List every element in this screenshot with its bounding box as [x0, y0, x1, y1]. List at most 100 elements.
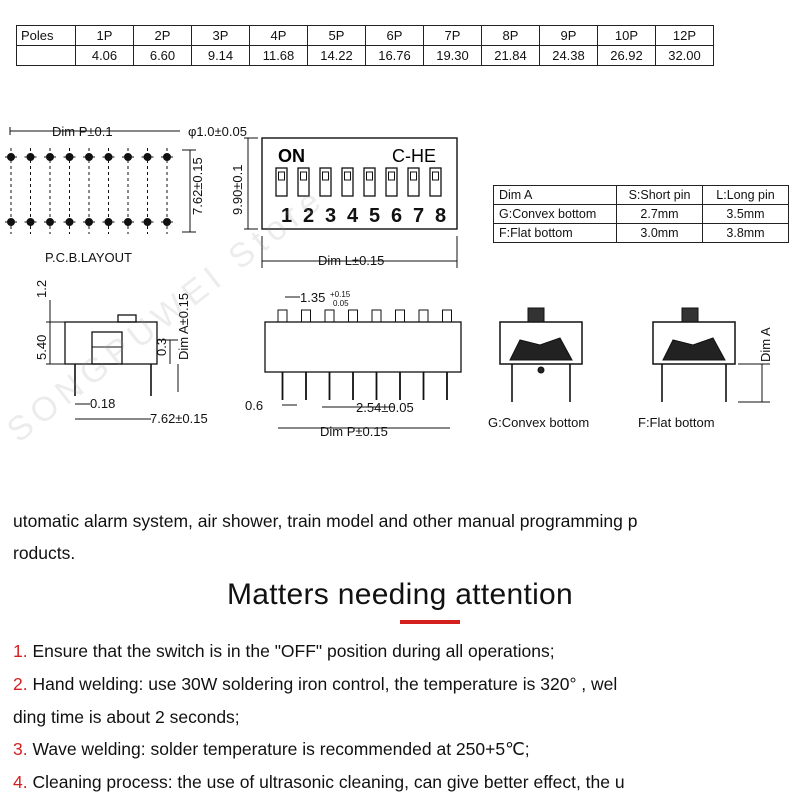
flat-bottom-label: F:Flat bottom [638, 415, 715, 430]
switch-body-top [261, 137, 458, 230]
poles-value-blank [16, 45, 76, 66]
switch-number: 4 [347, 205, 359, 227]
poles-value-row: 4.06 6.60 9.14 11.68 14.22 16.76 19.30 2… [16, 45, 714, 66]
front-top-tab [442, 309, 452, 323]
pole-value-cell: 11.68 [249, 45, 308, 66]
pole-value-cell: 14.22 [307, 45, 366, 66]
flat-bottom-section [652, 307, 770, 403]
item-number: 1. [13, 641, 28, 661]
side-view-body [64, 321, 158, 365]
switch-number: 7 [413, 205, 424, 227]
item-text: Cleaning process: the use of ultrasonic … [32, 772, 625, 792]
actuator-knob [322, 171, 329, 181]
short-pin-cell: 2.7mm [616, 204, 703, 224]
actuator-knob [432, 171, 439, 181]
actuator-slot [341, 167, 354, 197]
dim-a-row-flat: F:Flat bottom 3.0mm 3.8mm [493, 223, 789, 243]
hole-diameter-label: φ1.0±0.05 [188, 124, 247, 139]
intro-line-1: utomatic alarm system, air shower, train… [13, 511, 638, 531]
bottom-type-cell: F:Flat bottom [493, 223, 617, 243]
pole-cell: 5P [307, 25, 366, 46]
switch-number: 3 [325, 205, 336, 227]
actuator-knob [410, 171, 417, 181]
pin-tolerance-minus: 0.05 [333, 299, 349, 308]
side-0-18-label: 0.18 [90, 396, 115, 411]
pole-cell: 10P [597, 25, 656, 46]
pcb-hole-grid [5, 148, 173, 234]
dim-p-label: Dim P±0.1 [52, 124, 113, 139]
pole-cell: 1P [75, 25, 134, 46]
item-number: 3. [13, 739, 28, 759]
short-pin-cell: 3.0mm [616, 223, 703, 243]
pin-1-35-label: 1.35 [300, 290, 325, 305]
dim-a-header-row: Dim A S:Short pin L:Long pin [493, 185, 789, 205]
pole-value-cell: 26.92 [597, 45, 656, 66]
pin-0-6-label: 0.6 [245, 398, 263, 413]
attention-item: 3. Wave welding: solder temperature is r… [13, 733, 530, 765]
pole-cell: 3P [191, 25, 250, 46]
dim-l-label: Dim L±0.15 [318, 253, 384, 268]
front-view-pins [277, 309, 452, 400]
item-text: Ensure that the switch is in the "OFF" p… [32, 641, 555, 661]
side-7-62-label: 7.62±0.15 [150, 411, 208, 426]
poles-header-label: Poles [16, 25, 76, 46]
technical-drawing: Dim P±0.1 φ1.0±0.05 7.62±0.15 P.C.B.LAYO… [5, 124, 773, 439]
dim-a-side-label: Dim A±0.15 [176, 293, 191, 360]
dim-a-table: Dim A S:Short pin L:Long pin G:Convex bo… [493, 185, 789, 243]
cross-dim-a-label: Dim A [758, 327, 773, 362]
dim-p2-label: Dim P±0.15 [320, 424, 388, 439]
pole-value-cell: 21.84 [481, 45, 540, 66]
actuator-knob [388, 171, 395, 181]
convex-bottom-section [499, 307, 583, 402]
attention-item-continuation: ding time is about 2 seconds; [13, 701, 240, 733]
poles-dimension-table: Poles 1P 2P 3P 4P 5P 6P 7P 8P 9P 10P 12P… [16, 25, 714, 66]
dim-a-row-convex: G:Convex bottom 2.7mm 3.5mm [493, 204, 789, 224]
switch-number: 1 [281, 205, 292, 227]
actuator-slot [407, 167, 420, 197]
switch-numbers: 1 2 3 4 5 6 7 8 [281, 205, 446, 227]
height-label: 9.90±0.1 [230, 164, 245, 215]
side-5-40-label: 5.40 [34, 335, 49, 360]
front-top-tab [418, 309, 429, 323]
dim-a-header: Dim A [493, 185, 617, 205]
attention-item: 2. Hand welding: use 30W soldering iron … [13, 668, 617, 700]
actuator-slot [385, 167, 398, 197]
on-label: ON [278, 146, 305, 166]
pitch-2-54-label: 2.54±0.05 [356, 400, 414, 415]
item-number: 2. [13, 674, 28, 694]
attention-heading: Matters needing attention [226, 578, 574, 611]
attention-item: 4. Cleaning process: the use of ultrason… [13, 766, 625, 798]
pole-cell: 9P [539, 25, 598, 46]
actuator-slot [275, 167, 288, 197]
attention-item: 1. Ensure that the switch is in the "OFF… [13, 635, 555, 667]
short-pin-header: S:Short pin [616, 185, 703, 205]
brand-label: C-HE [392, 146, 436, 166]
pole-value-cell: 4.06 [75, 45, 134, 66]
front-top-tab [277, 309, 288, 323]
switch-number: 5 [369, 205, 380, 227]
front-top-tab [301, 309, 311, 323]
front-top-tab [348, 309, 358, 323]
pole-cell: 8P [481, 25, 540, 46]
heading-underline [400, 620, 460, 624]
pole-cell: 4P [249, 25, 308, 46]
pin-tolerance-plus: +0.15 [330, 290, 351, 299]
pitch-vertical-label: 7.62±0.15 [190, 157, 205, 215]
item-number: 4. [13, 772, 28, 792]
actuator-slot [297, 167, 310, 197]
item-text: Hand welding: use 30W soldering iron con… [32, 674, 618, 694]
front-view-body [264, 321, 462, 373]
long-pin-cell: 3.8mm [702, 223, 789, 243]
actuator-slot [429, 167, 442, 197]
actuator-slot [319, 167, 332, 197]
actuator-knob [278, 171, 285, 181]
switch-number: 8 [435, 205, 446, 227]
long-pin-header: L:Long pin [702, 185, 789, 205]
convex-bottom-label: G:Convex bottom [488, 415, 589, 430]
switch-number: 6 [391, 205, 402, 227]
intro-line-2: roducts. [13, 543, 76, 563]
pole-value-cell: 16.76 [365, 45, 424, 66]
actuator-knob [344, 171, 351, 181]
pole-cell: 6P [365, 25, 424, 46]
front-top-tab [395, 309, 405, 323]
